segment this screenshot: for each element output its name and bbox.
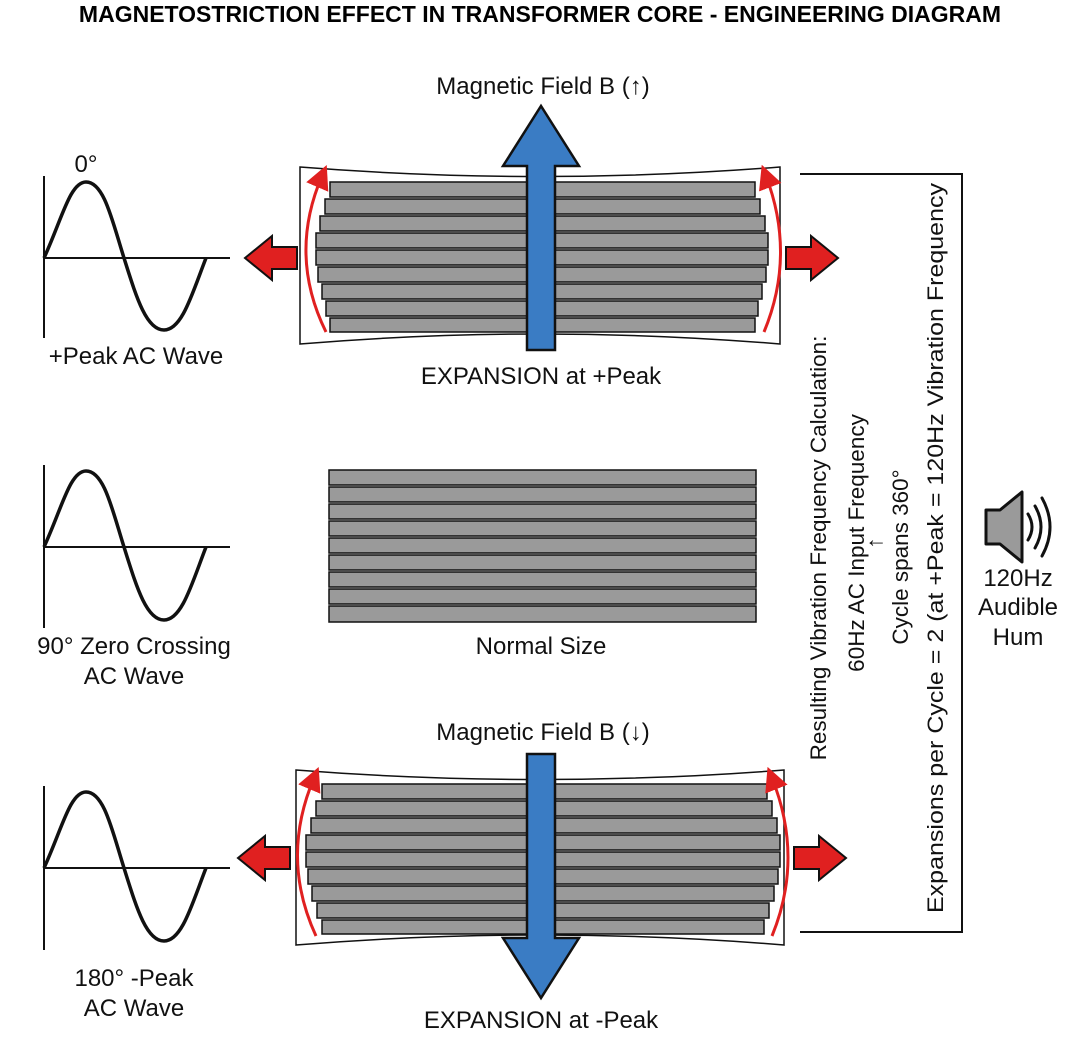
wave-caption: 180° -Peak <box>74 965 194 992</box>
core-caption: EXPANSION at -Peak <box>424 1007 659 1034</box>
core-caption: Normal Size <box>476 633 607 660</box>
expansion-curve-left <box>296 766 321 937</box>
magnetic-field-arrow-down <box>500 752 582 1001</box>
ac-waveform-negative-peak <box>42 786 230 950</box>
expansion-curve-right <box>765 766 790 937</box>
hum-label-line-2: Audible <box>978 594 1058 621</box>
wave-phase-label: 0° <box>75 151 98 178</box>
wave-caption-line-2: AC Wave <box>84 663 184 690</box>
diagram-title: MAGNETOSTRICTION EFFECT IN TRANSFORMER C… <box>79 1 1001 27</box>
calculation-input-frequency: 60Hz AC Input Frequency <box>844 413 869 671</box>
magnetic-field-arrow-up <box>500 103 582 352</box>
expansion-curve-left <box>304 164 329 333</box>
hum-label: 120Hz <box>983 565 1052 592</box>
calculation-expansions: Expansions per Cycle = 2 (at +Peak = 120… <box>923 182 948 913</box>
expansion-arrow-left <box>243 233 298 283</box>
core-caption: EXPANSION at +Peak <box>421 363 662 390</box>
frequency-calculation: Resulting Vibration Frequency Calculatio… <box>806 182 948 913</box>
row-zero-crossing: 90° Zero Crossing AC Wave Normal Size <box>37 465 757 690</box>
wave-caption: +Peak AC Wave <box>49 343 224 370</box>
calculation-heading: Resulting Vibration Frequency Calculatio… <box>806 336 831 761</box>
expansion-arrow-right <box>785 233 840 283</box>
expansion-curve-right <box>759 164 782 333</box>
ac-waveform-positive-peak: 0° <box>42 151 230 338</box>
wave-caption: 90° Zero Crossing <box>37 633 231 660</box>
wave-caption-line-2: AC Wave <box>84 995 184 1022</box>
expansion-arrow-left <box>236 833 291 883</box>
speaker-icon <box>984 490 1052 564</box>
calculation-cycle: Cycle spans 360° <box>888 469 913 644</box>
row-positive-peak: 0° +Peak AC Wave Magnetic Field B (↑) EX… <box>42 73 840 390</box>
hum-label-line-3: Hum <box>993 624 1044 651</box>
expansion-arrow-right <box>793 833 848 883</box>
calculation-bracket <box>800 173 963 933</box>
row-negative-peak: 180° -Peak AC Wave Magnetic Field B (↓) … <box>42 719 848 1034</box>
transformer-core-normal <box>328 469 757 623</box>
field-label: Magnetic Field B (↓) <box>436 719 649 746</box>
ac-waveform-zero-crossing <box>42 465 230 628</box>
field-label: Magnetic Field B (↑) <box>436 73 649 100</box>
calculation-arrow: ↑ <box>862 537 887 548</box>
